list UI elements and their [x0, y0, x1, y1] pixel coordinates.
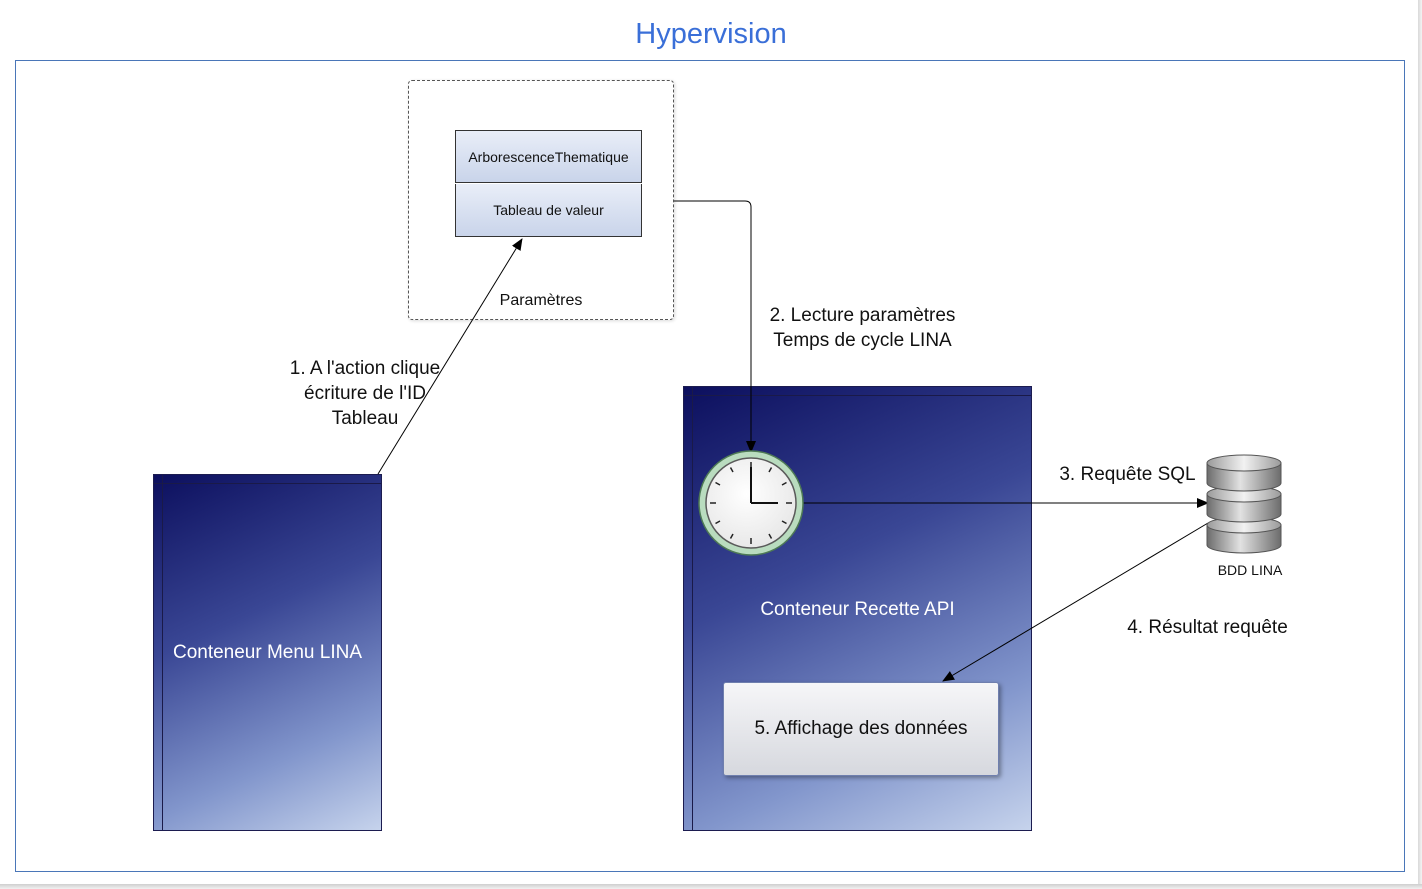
database-icon[interactable]	[1206, 454, 1282, 554]
clock-icon[interactable]	[698, 450, 804, 556]
hypervision-frame	[15, 60, 1405, 872]
step1-label: 1. A l'action clique écriture de l'ID Ta…	[260, 356, 470, 431]
param-cell-arborescence[interactable]: ArborescenceThematique	[455, 130, 642, 183]
page-shadow-right	[1418, 0, 1422, 889]
container-menu-lina[interactable]	[153, 474, 382, 831]
diagram-title: Hypervision	[635, 18, 787, 50]
container-menu-inner-left	[162, 475, 163, 830]
step2-label: 2. Lecture paramètres Temps de cycle LIN…	[745, 303, 980, 353]
step2-line: 2. Lecture paramètres	[769, 305, 956, 326]
step1-line: écriture de l'ID	[304, 383, 426, 404]
page-shadow-bottom	[0, 884, 1422, 889]
step3-label: 3. Requête SQL	[1059, 464, 1196, 485]
step1-line: 1. A l'action clique	[289, 358, 441, 379]
container-recette-inner-top	[684, 395, 1031, 396]
container-recette-label: Conteneur Recette API	[760, 599, 955, 620]
params-group-label: Paramètres	[499, 292, 583, 309]
step1-line: Tableau	[331, 408, 399, 429]
database-label: BDD LINA	[1217, 562, 1283, 578]
step2-line: Temps de cycle LINA	[773, 330, 952, 351]
arrow-step2	[674, 200, 756, 453]
step4-label: 4. Résultat requête	[1127, 617, 1288, 638]
arrow-step1	[377, 238, 523, 475]
container-menu-inner-top	[154, 483, 381, 484]
container-recette-inner-left	[692, 387, 693, 830]
param-cell-tableau[interactable]: Tableau de valeur	[455, 184, 642, 237]
arrow-step4	[942, 522, 1209, 682]
container-menu-label: Conteneur Menu LINA	[172, 642, 363, 663]
display-data-box[interactable]: 5. Affichage des données	[723, 682, 999, 776]
